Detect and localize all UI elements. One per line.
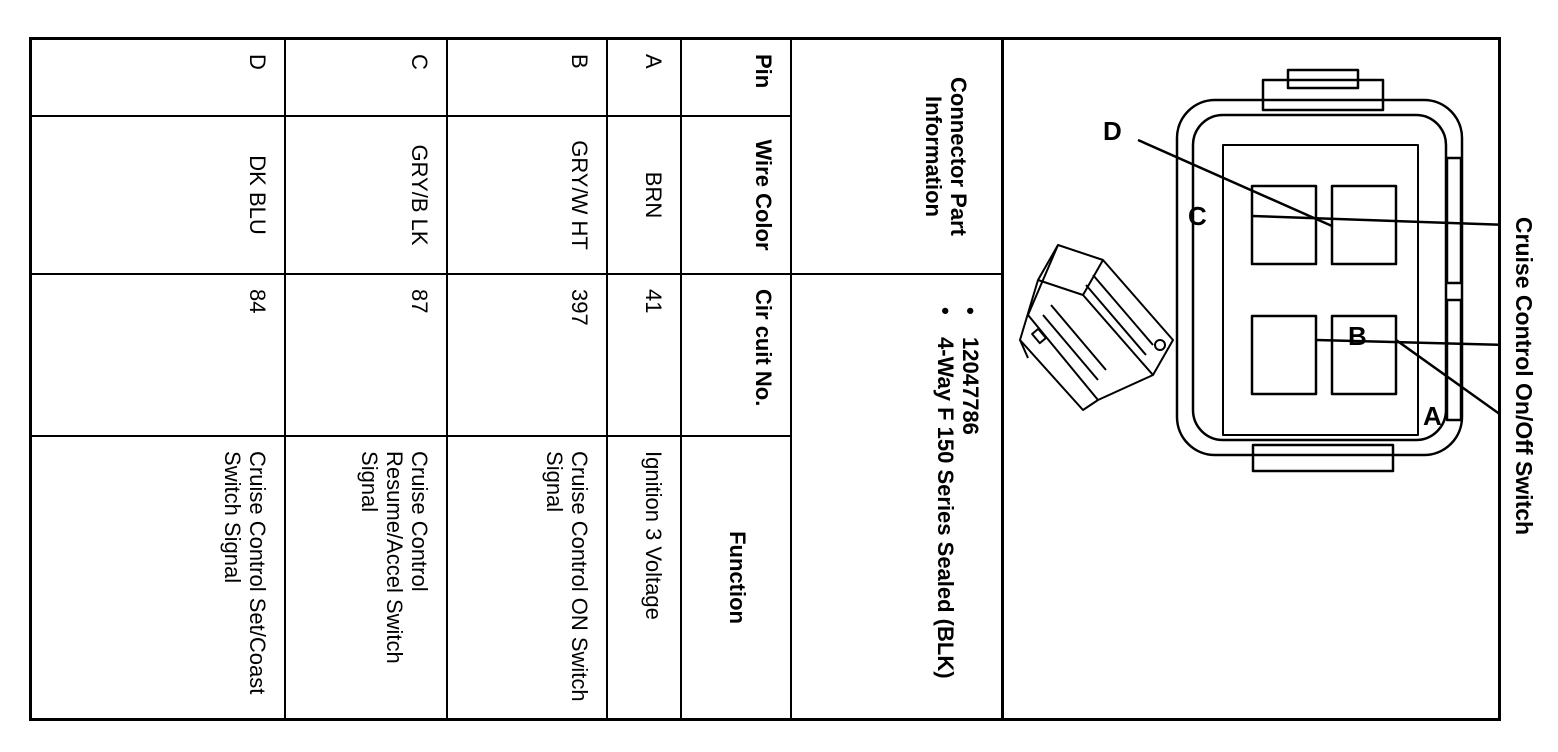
pin-cavity-a — [1330, 314, 1398, 396]
header-function: Function — [681, 436, 791, 719]
connector-top-rib — [1445, 156, 1463, 285]
connector-outer-housing — [1175, 98, 1464, 457]
pin-cavity-c — [1250, 184, 1318, 266]
connector-part-number: 12047786 — [958, 307, 983, 704]
table-row: D DK BLU 84 Cruise Control Set/Coast Swi… — [32, 40, 285, 719]
connector-latch — [1251, 443, 1395, 473]
cell-wire-color: GRY/B LK — [285, 116, 447, 275]
connector-frame: A B C D — [29, 37, 1501, 721]
leader-line-b — [1315, 338, 1498, 347]
page-title: Cruise Control On/Off Switch — [1511, 216, 1537, 536]
table-row: B GRY/W HT 397 Cruise Control ON Switch … — [447, 40, 607, 719]
cell-function: Cruise Control Set/Coast Switch Signal — [32, 436, 285, 719]
pin-label-a: A — [1423, 401, 1442, 431]
leader-line-c — [1251, 214, 1498, 227]
connector-info-row: Connector Part Information 12047786 4-Wa… — [791, 40, 1001, 719]
header-circuit-no: Cir cuit No. — [681, 274, 791, 437]
cell-pin: D — [32, 40, 285, 116]
cell-wire-color: GRY/W HT — [447, 116, 607, 275]
header-pin: Pin — [681, 40, 791, 116]
connector-latch — [1286, 68, 1360, 90]
connector-isometric-illustration — [1019, 244, 1174, 411]
pin-cavity-d — [1330, 184, 1398, 266]
pin-label-d: D — [1103, 116, 1122, 146]
connector-info-label: Connector Part Information — [791, 40, 1001, 275]
connector-info-details: 12047786 4-Way F 150 Series Sealed (BLK) — [791, 274, 1001, 719]
cell-pin: B — [447, 40, 607, 116]
cell-wire-color: BRN — [607, 116, 681, 275]
cell-circuit-no: 84 — [32, 274, 285, 437]
cell-circuit-no: 397 — [447, 274, 607, 437]
cell-circuit-no: 87 — [285, 274, 447, 437]
cell-function: Cruise Control ON Switch Signal — [447, 436, 607, 719]
connector-table: Connector Part Information 12047786 4-Wa… — [32, 40, 1001, 719]
header-wire-color: Wire Color — [681, 116, 791, 275]
table-header-row: Pin Wire Color Cir cuit No. Function — [681, 40, 791, 719]
connector-inner-wall — [1191, 113, 1448, 442]
pin-label-c: C — [1188, 201, 1207, 231]
table-row: A BRN 41 Ignition 3 Voltage — [607, 40, 681, 719]
leader-line-d — [1137, 138, 1333, 228]
leader-line-a — [1395, 338, 1498, 422]
connector-diagram-panel: A B C D — [1001, 40, 1498, 718]
cell-circuit-no: 41 — [607, 274, 681, 437]
table-row: C GRY/B LK 87 Cruise Control Resume/Acce… — [285, 40, 447, 719]
pin-label-b: B — [1348, 321, 1367, 351]
cell-pin: A — [607, 40, 681, 116]
pin-cavity-b — [1250, 314, 1318, 396]
connector-info-list: 12047786 4-Way F 150 Series Sealed (BLK) — [933, 289, 983, 704]
connector-latch — [1261, 78, 1385, 112]
cell-wire-color: DK BLU — [32, 116, 285, 275]
connector-top-rib — [1445, 298, 1463, 422]
connector-diagram: A B C D — [1019, 68, 1498, 473]
connector-description: 4-Way F 150 Series Sealed (BLK) — [933, 307, 958, 704]
cell-pin: C — [285, 40, 447, 116]
connector-cavity — [1222, 144, 1419, 436]
cell-function: Cruise Control Resume/Accel Switch Signa… — [285, 436, 447, 719]
cell-function: Ignition 3 Voltage — [607, 436, 681, 719]
